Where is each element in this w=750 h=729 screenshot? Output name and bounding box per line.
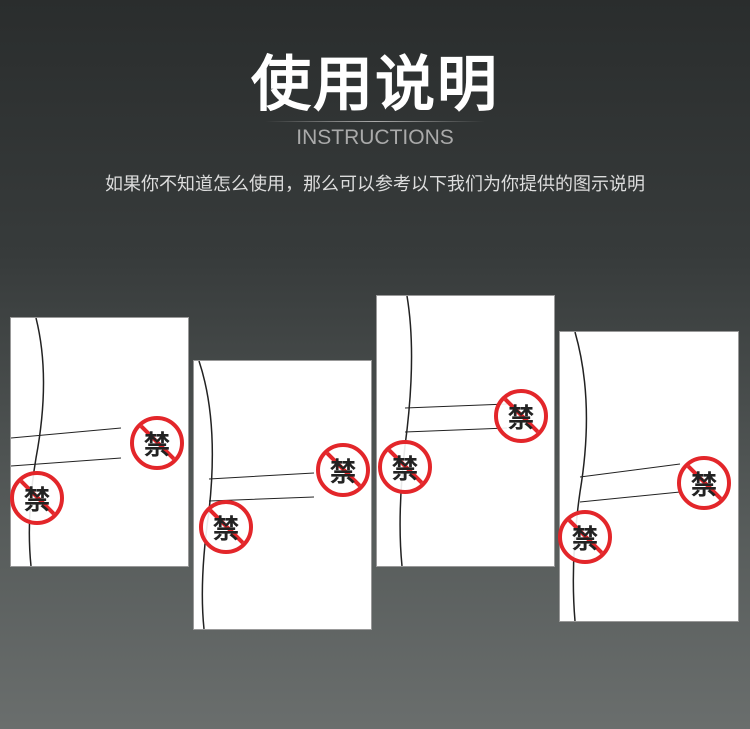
sign-text: 禁 xyxy=(391,454,418,485)
prohibited-icon: 禁 xyxy=(316,443,370,497)
sign-text: 禁 xyxy=(143,430,170,461)
sign-text: 禁 xyxy=(329,457,356,488)
prohibited-icon: 禁 xyxy=(130,416,184,470)
prohibited-icon: 禁 xyxy=(10,471,64,525)
prohibited-icon: 禁 xyxy=(199,500,253,554)
prohibited-icon: 禁 xyxy=(558,510,612,564)
prohibited-icon: 禁 xyxy=(494,389,548,443)
sign-text: 禁 xyxy=(571,524,598,555)
page-subtitle: INSTRUCTIONS xyxy=(296,126,454,149)
sign-text: 禁 xyxy=(690,470,717,501)
illustration-1 xyxy=(11,318,122,566)
instruction-panel-3 xyxy=(376,295,555,567)
divider xyxy=(265,121,485,122)
page-title: 使用说明 xyxy=(251,50,499,120)
sign-text: 禁 xyxy=(507,403,534,434)
illustration-4 xyxy=(572,332,681,621)
prohibited-icon: 禁 xyxy=(378,440,432,494)
prohibited-icon: 禁 xyxy=(677,456,731,510)
page-description: 如果你不知道怎么使用，那么可以参考以下我们为你提供的图示说明 xyxy=(105,174,645,195)
sign-text: 禁 xyxy=(23,485,50,516)
sign-text: 禁 xyxy=(212,514,239,545)
